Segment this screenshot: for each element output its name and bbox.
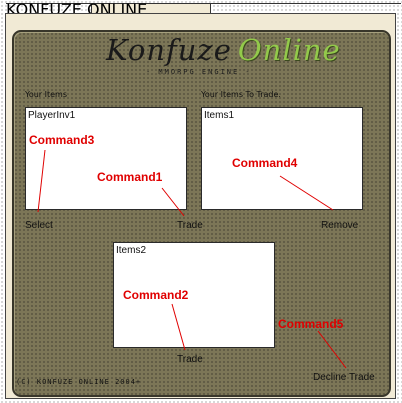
decline-trade-button[interactable]: Decline Trade — [313, 372, 375, 383]
items-to-trade-label: Your Items To Trade. — [201, 90, 281, 99]
player-inventory-list[interactable]: PlayerInv1 — [25, 107, 187, 210]
command3-label: Command3 — [29, 133, 95, 147]
logo-online: Online — [237, 33, 341, 67]
remove-button[interactable]: Remove — [321, 220, 359, 231]
trade-partner-items-list[interactable]: Items2 — [113, 242, 275, 348]
command2-label: Command2 — [123, 288, 189, 302]
your-items-label: Your Items — [25, 90, 67, 99]
items-to-trade-list-name: Items1 — [204, 110, 235, 121]
trade-partner-items-list-name: Items2 — [116, 245, 147, 256]
confirm-trade-button[interactable]: Trade — [177, 354, 203, 365]
trade-button[interactable]: Trade — [177, 220, 203, 231]
command5-label: Command5 — [278, 317, 344, 331]
command1-label: Command1 — [97, 170, 163, 184]
logo-konfuze: Konfuze — [106, 33, 232, 67]
command4-label: Command4 — [232, 156, 298, 170]
logo-subtitle: - MMORPG ENGINE - — [146, 68, 252, 76]
player-inventory-list-name: PlayerInv1 — [28, 110, 76, 121]
title-bar-line — [6, 3, 401, 4]
select-button[interactable]: Select — [25, 220, 53, 231]
copyright-text: (C) KONFUZE ONLINE 2004+ — [16, 378, 142, 386]
